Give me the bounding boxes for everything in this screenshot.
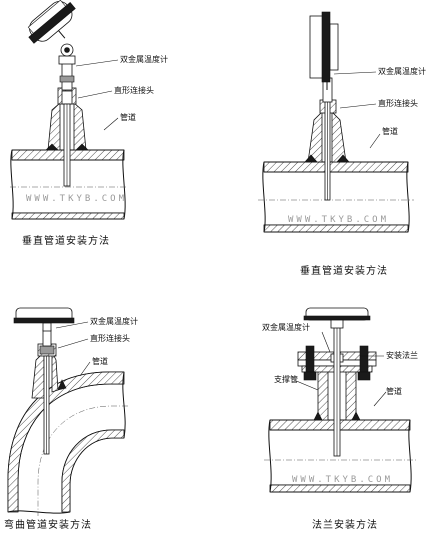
label-connector: 直形连接头 (90, 333, 130, 343)
label-thermometer: 双金属温度计 (262, 322, 310, 332)
pipe-elbow (7, 371, 128, 516)
thermometer-stem (58, 43, 76, 187)
watermark: WWW.TKYB.COM (292, 475, 393, 485)
label-pipe: 管道 (386, 386, 402, 396)
label-thermometer: 双金属温度计 (90, 316, 138, 326)
label-flange: 安装法兰 (386, 350, 418, 360)
bimetal-thermometer-dial (13, 307, 75, 332)
label-pipe: 管道 (120, 112, 136, 122)
label-support-tube: 支撑管 (274, 374, 298, 384)
watermark: WWW.TKYB.COM (26, 194, 127, 204)
caption-vertical-2: 垂直管道安装方法 (300, 264, 388, 277)
panel-flange: 双金属温度计 安装法兰 支撑管 管道 WWW.TKYB.COM 法兰安装方法 (262, 307, 418, 531)
label-thermometer: 双金属温度计 (378, 66, 426, 76)
caption-flange: 法兰安装方法 (312, 518, 378, 531)
bimetal-thermometer-dial (309, 11, 339, 90)
label-connector: 直形连接头 (378, 98, 418, 108)
label-connector: 直形连接头 (114, 85, 154, 95)
label-thermometer: 双金属温度计 (120, 54, 168, 64)
panel-curved-pipe: 双金属温度计 直形连接头 管道 弯曲管道安装方法 (4, 307, 138, 531)
straight-connector (304, 99, 350, 163)
caption-curved: 弯曲管道安装方法 (4, 518, 92, 531)
bimetal-thermometer-dial (27, 0, 76, 44)
thermometer-stem (42, 329, 52, 455)
straight-connector (31, 343, 67, 399)
label-pipe: 管道 (92, 356, 108, 366)
watermark: WWW.TKYB.COM (288, 215, 389, 225)
thermometer-stem (333, 317, 341, 457)
panel-vertical-pipe-2: 双金属温度计 直形连接头 管道 WWW.TKYB.COM 垂直管道安装方法 (258, 11, 426, 277)
panel-vertical-pipe-1: 双金属温度计 直形连接头 管道 WWW.TKYB.COM 垂直管道安装方法 (10, 0, 168, 247)
straight-connector (45, 87, 89, 151)
caption-vertical-1: 垂直管道安装方法 (22, 234, 110, 247)
label-pipe: 管道 (382, 126, 398, 136)
bimetal-thermometer-dial (303, 307, 371, 329)
